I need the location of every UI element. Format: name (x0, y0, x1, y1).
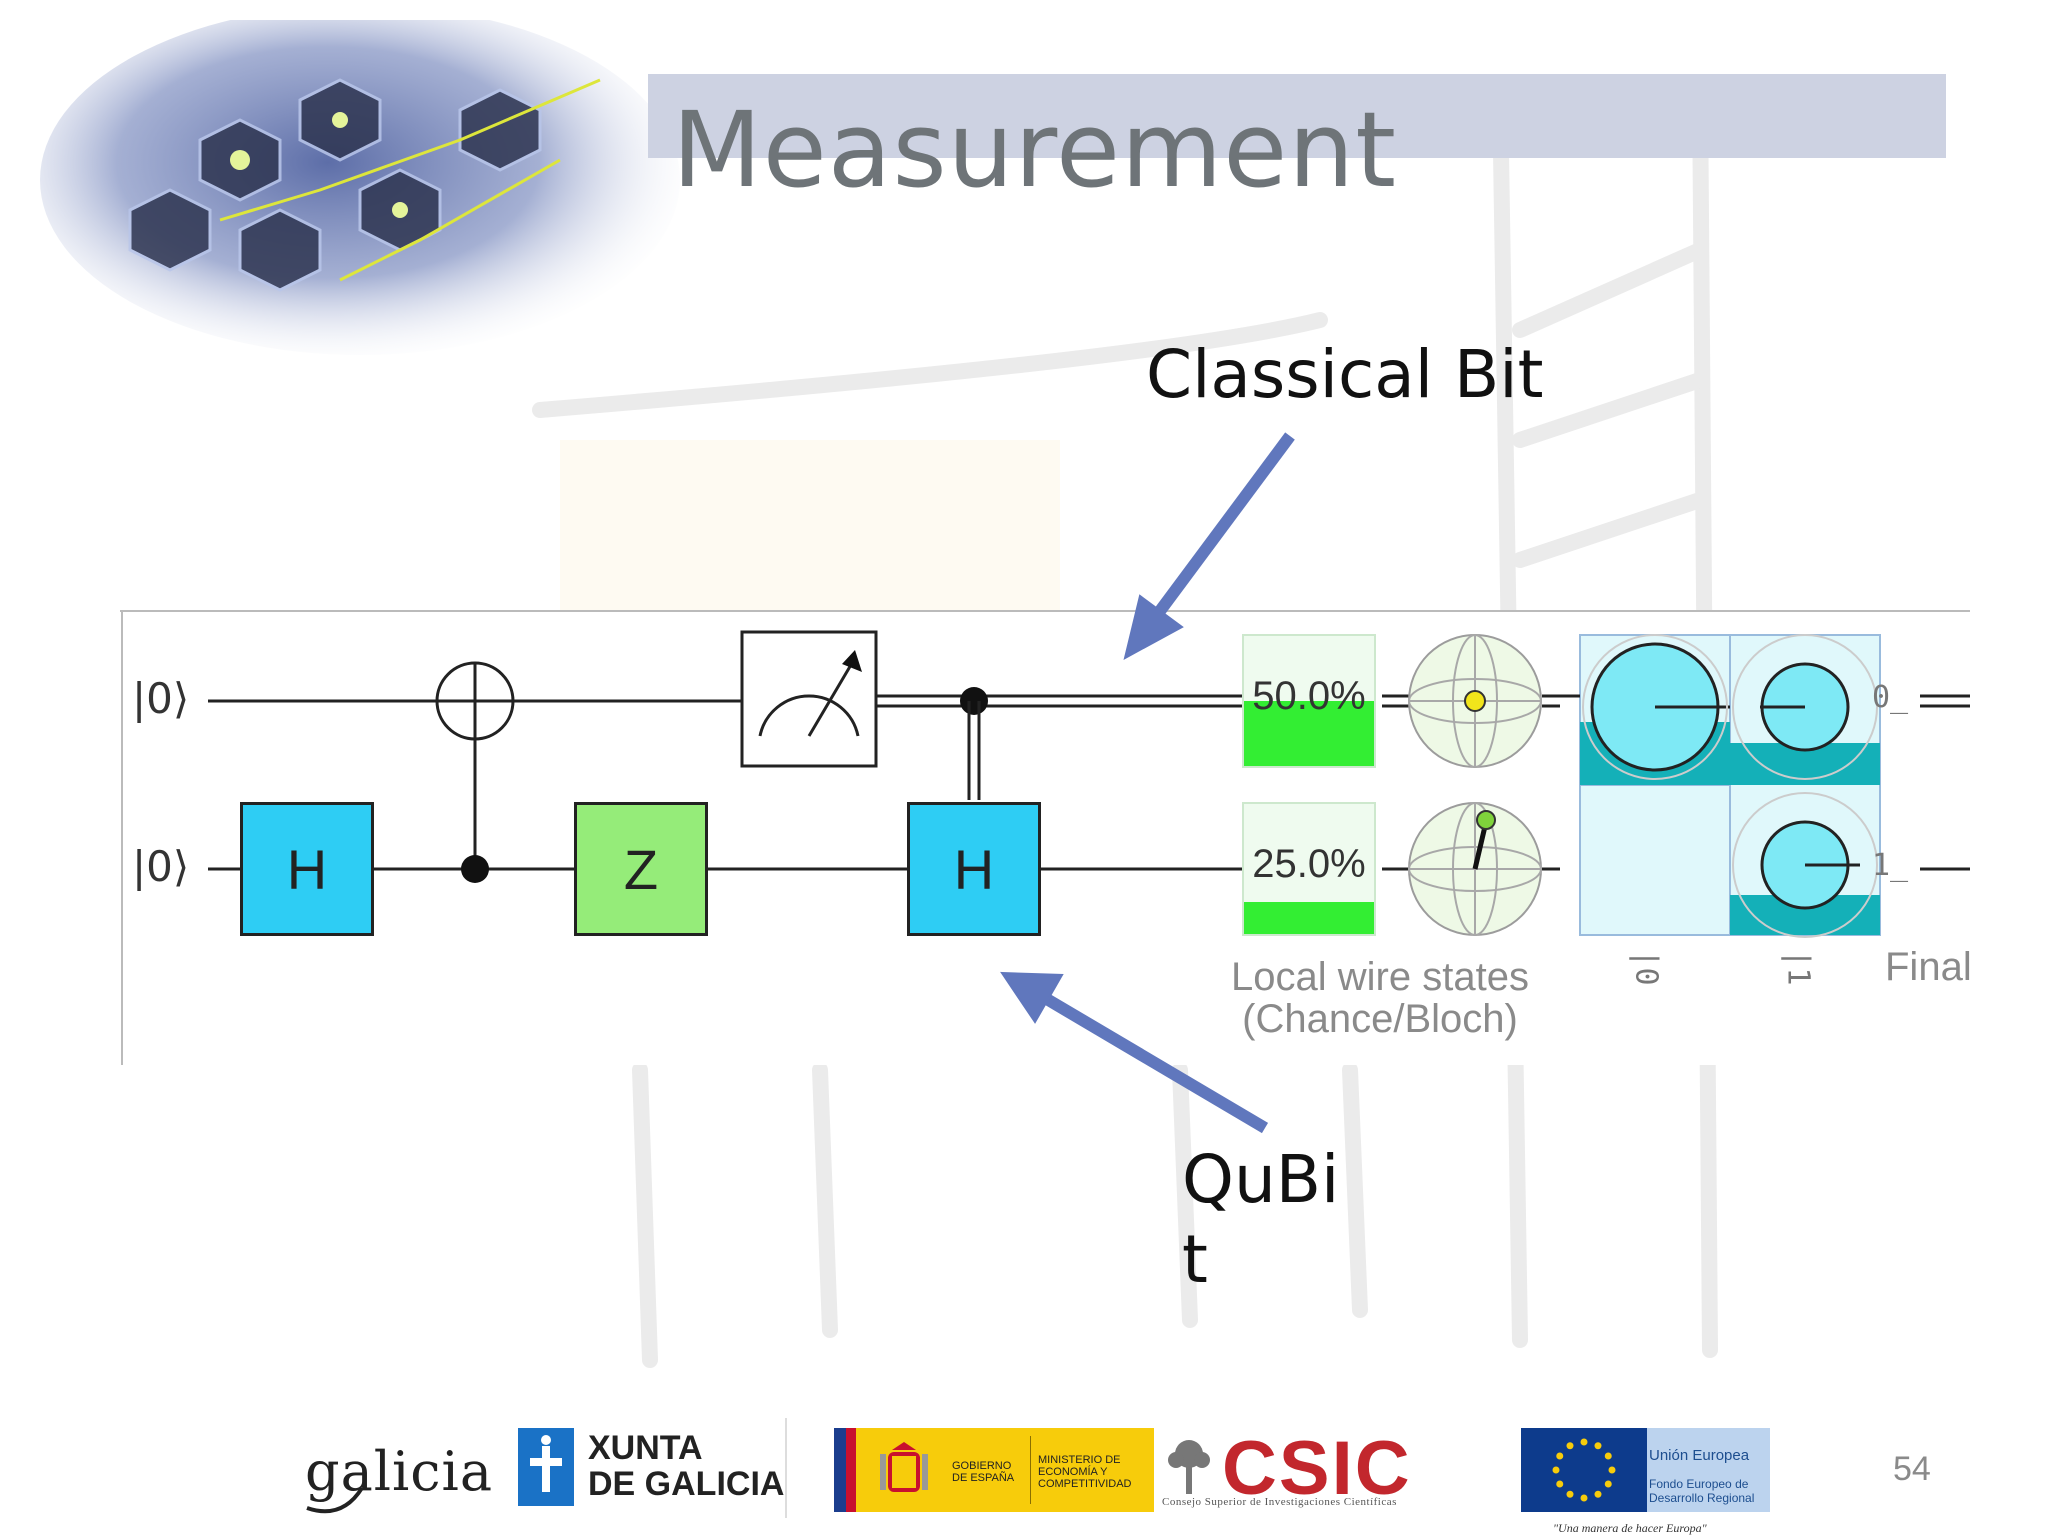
chance-fill-0 (1244, 701, 1374, 766)
chance-percent-1: 25.0% (1252, 842, 1366, 886)
gobierno-logo: GOBIERNO DE ESPAÑA MINISTERIO DE ECONOMÍ… (834, 1428, 1154, 1512)
z-gate[interactable]: Z (574, 802, 708, 936)
chance-display-1: 25.0% (1242, 802, 1376, 936)
spain-flag-stripe (834, 1428, 846, 1512)
eu-star (1552, 1466, 1560, 1474)
eu-star (1580, 1438, 1588, 1446)
wire-1-ket: |0⟩ (132, 842, 190, 891)
output-label-1: 1_ (1872, 848, 1909, 883)
xunta-line-1: XUNTA (588, 1429, 703, 1467)
ministerio-text: MINISTERIO DE ECONOMÍA Y COMPETITIVIDAD (1038, 1454, 1132, 1490)
eu-star (1594, 1490, 1602, 1498)
eu-star (1604, 1452, 1612, 1460)
csic-logo-text: CSIC (1222, 1426, 1412, 1511)
caption-line-1: Local wire states (1231, 955, 1529, 999)
xunta-shield (518, 1428, 574, 1506)
csic-subtitle: Consejo Superior de Investigaciones Cien… (1162, 1496, 1397, 1508)
eu-stars-icon (1552, 1438, 1616, 1502)
eu-star (1604, 1480, 1612, 1488)
column-label-1: |1 (1780, 949, 1816, 986)
title-band (648, 74, 1946, 158)
eu-flag (1521, 1428, 1647, 1512)
header-circuit-art (40, 20, 680, 355)
page-number: 54 (1893, 1450, 1931, 1488)
wire-0-ket: |0⟩ (132, 674, 190, 723)
eu-star (1608, 1466, 1616, 1474)
circuit-wires (120, 610, 1970, 1065)
output-label-0: 0_ (1872, 680, 1909, 715)
eu-star (1566, 1442, 1574, 1450)
chance-display-0: 50.0% (1242, 634, 1376, 768)
eu-star (1594, 1442, 1602, 1450)
wire-states-caption: Local wire states (Chance/Bloch) (1230, 956, 1530, 1040)
eu-title: Unión Europea (1649, 1447, 1750, 1464)
eu-motto: "Una manera de hacer Europa" (1553, 1521, 1707, 1535)
slide-title: Measurement (672, 89, 1397, 211)
qubit-label: QuBit (1182, 1141, 1340, 1298)
gobierno-text: GOBIERNO DE ESPAÑA (952, 1460, 1015, 1484)
final-label: Final (1885, 945, 1970, 989)
chance-percent-0: 50.0% (1252, 674, 1366, 718)
xunta-line-2: DE GALICIA (588, 1465, 785, 1503)
spain-flag-red (846, 1428, 856, 1512)
eu-subtitle: Fondo Europeo de Desarrollo Regional (1649, 1477, 1755, 1505)
galicia-logo-mark (306, 1486, 364, 1514)
eu-star (1566, 1490, 1574, 1498)
hadamard-gate-2[interactable]: H (907, 802, 1041, 936)
gobierno-divider (1030, 1436, 1031, 1504)
xunta-logo-text: XUNTA DE GALICIA (588, 1430, 784, 1502)
hadamard-gate-1[interactable]: H (240, 802, 374, 936)
footer-divider (785, 1418, 787, 1518)
eu-star (1556, 1480, 1564, 1488)
eu-star (1556, 1452, 1564, 1460)
galicia-logo-text: galicia (305, 1440, 494, 1503)
csic-tree-icon (1168, 1440, 1210, 1494)
circuit-panel: |0⟩ |0⟩ H Z H 50.0% 25.0% Local wire sta… (120, 610, 1970, 1065)
column-label-0: |0 (1628, 949, 1664, 986)
chance-fill-1 (1244, 901, 1374, 934)
classical-bit-label: Classical Bit (1146, 336, 1544, 413)
caption-line-2: (Chance/Bloch) (1242, 997, 1518, 1041)
eu-star (1580, 1494, 1588, 1502)
xunta-cross-icon (530, 1435, 562, 1492)
eu-text-box (1647, 1428, 1770, 1512)
spain-coat-of-arms-icon (880, 1442, 928, 1492)
